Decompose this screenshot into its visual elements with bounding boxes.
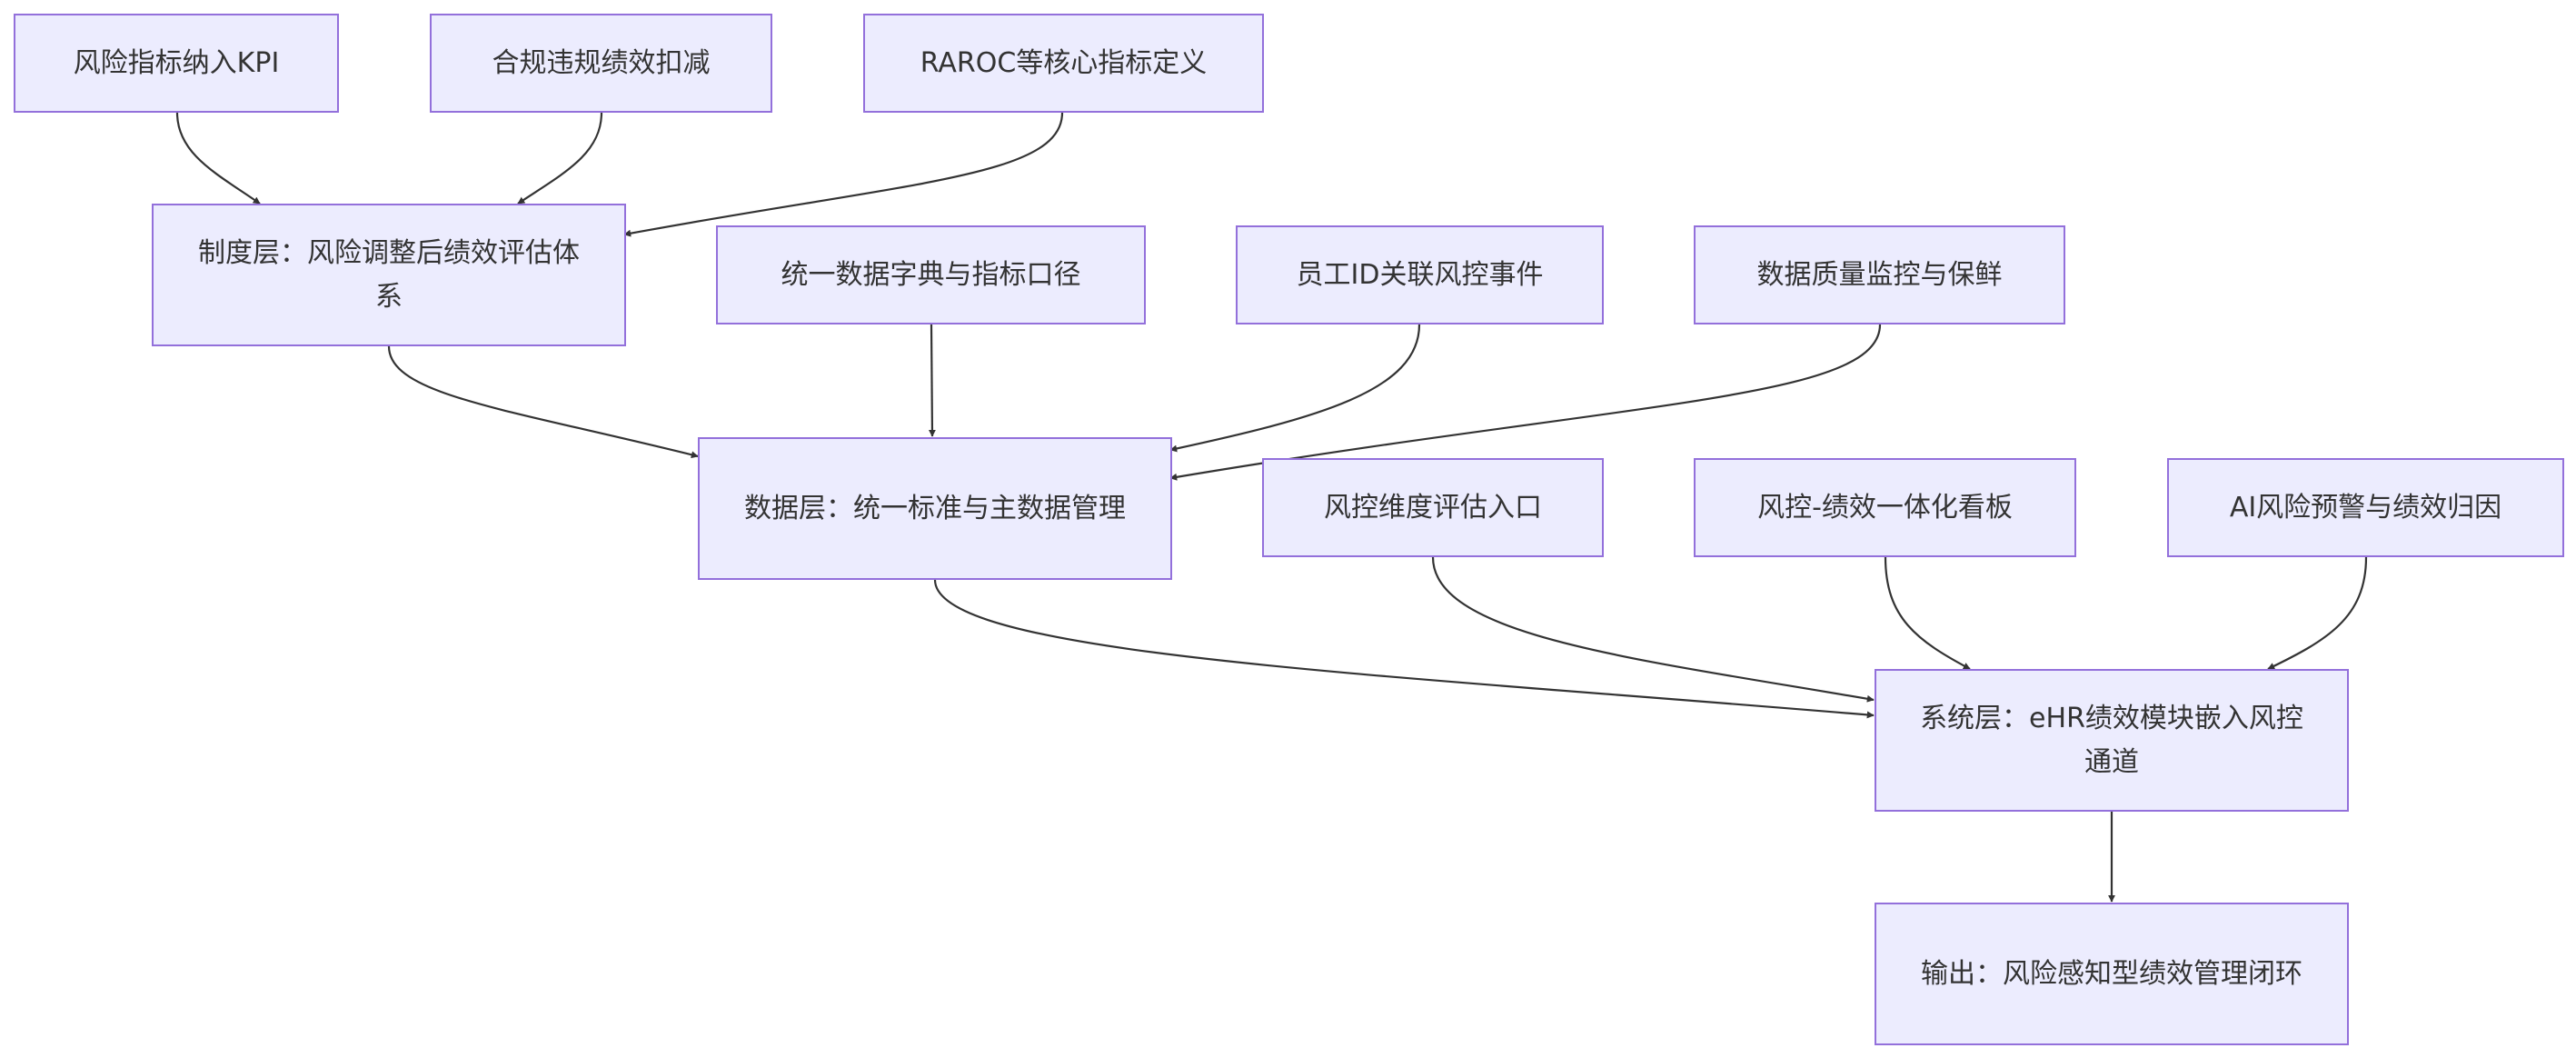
- node-dashboard[interactable]: 风控-绩效一体化看板: [1694, 458, 2076, 557]
- node-system[interactable]: 系统层：eHR绩效模块嵌入风控通道: [1875, 669, 2349, 812]
- node-data[interactable]: 数据层：统一标准与主数据管理: [698, 437, 1172, 580]
- node-dictionary[interactable]: 统一数据字典与指标口径: [716, 225, 1146, 324]
- edge-policy-to-data: [387, 345, 699, 459]
- edge-quality-to-data: [1169, 324, 1882, 481]
- edge-riskentry-to-system: [1431, 556, 1875, 703]
- edge-compliance-to-policy: [517, 112, 603, 205]
- edge-ai-to-system: [2267, 556, 2368, 670]
- edge-employee-to-data: [1169, 324, 1421, 453]
- node-policy[interactable]: 制度层：风险调整后绩效评估体系: [152, 204, 626, 346]
- node-employee[interactable]: 员工ID关联风控事件: [1236, 225, 1604, 324]
- node-raroc[interactable]: RAROC等核心指标定义: [863, 14, 1264, 113]
- edge-data-to-system: [933, 579, 1875, 719]
- node-riskentry[interactable]: 风控维度评估入口: [1262, 458, 1604, 557]
- edge-raroc-to-policy: [623, 112, 1064, 237]
- edge-dictionary-to-data: [928, 324, 936, 437]
- node-compliance[interactable]: 合规违规绩效扣减: [430, 14, 772, 113]
- node-quality[interactable]: 数据质量监控与保鲜: [1694, 225, 2065, 324]
- edge-dashboard-to-system: [1884, 556, 1971, 670]
- node-kpi[interactable]: 风险指标纳入KPI: [14, 14, 339, 113]
- edge-kpi-to-policy: [175, 112, 261, 205]
- node-ai[interactable]: AI风险预警与绩效归因: [2167, 458, 2564, 557]
- node-output[interactable]: 输出：风险感知型绩效管理闭环: [1875, 903, 2349, 1045]
